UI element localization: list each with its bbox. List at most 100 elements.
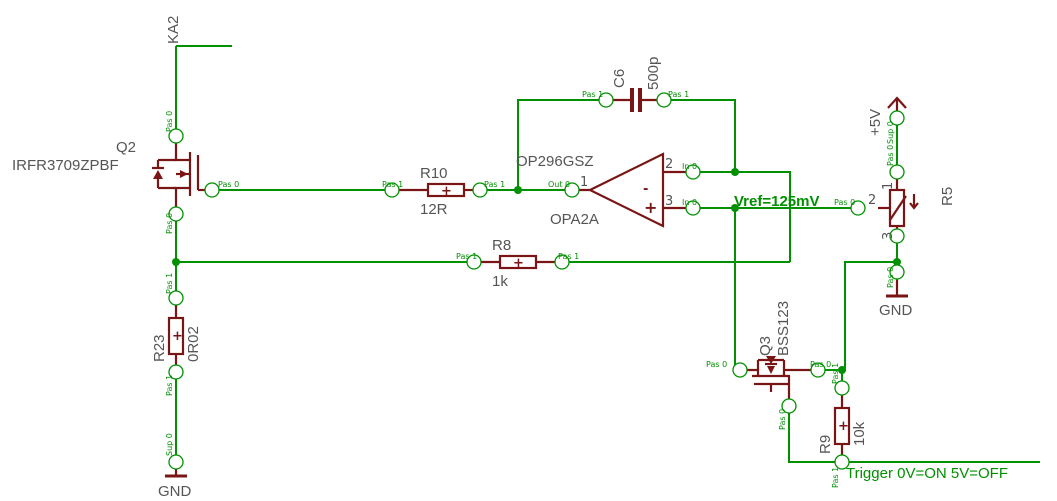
- opamp-minus-sign: -: [643, 182, 648, 197]
- wire-fb-right: [664, 99, 736, 172]
- pin-label: Sup 0: [886, 121, 895, 144]
- junction-dot: [731, 204, 739, 212]
- r10-name: R10: [420, 165, 448, 182]
- r9-name: R9: [817, 435, 834, 454]
- wire-ka2: [175, 45, 232, 136]
- pin-number: 2: [665, 157, 673, 172]
- pin-label: Pas 0: [165, 213, 174, 234]
- pin: [168, 290, 184, 306]
- capacitor-c6: [606, 88, 664, 112]
- r23-plus: +: [172, 329, 183, 344]
- gnd-right-label: GND: [879, 302, 913, 319]
- mosfet-q2: [152, 136, 212, 214]
- pin-label: Pas 1: [382, 180, 403, 189]
- pin: [889, 164, 905, 180]
- pin-numbers: 1 2 3 1 2 3: [580, 157, 896, 240]
- pin-number: 3: [881, 232, 896, 240]
- r9-value: 10k: [851, 421, 868, 446]
- q2-arrow: [180, 170, 188, 178]
- pin: [685, 164, 701, 180]
- pin-label: Pas 1: [831, 467, 840, 488]
- q2-value: IRFR3709ZPBF: [12, 157, 119, 174]
- r10-value: 12R: [420, 201, 448, 218]
- pin: [472, 182, 488, 198]
- opamp-name: OP296GSZ: [516, 153, 594, 170]
- potentiometer-r5: [878, 172, 919, 236]
- wire-r5wiper-q3: [818, 261, 897, 371]
- pin-label: Pas 0: [834, 198, 855, 207]
- pin-label: Pas 0: [886, 267, 895, 288]
- pin-label: Pas 0: [165, 111, 174, 132]
- junction-dot: [172, 258, 180, 266]
- pin-number: 2: [868, 193, 876, 208]
- pin: [204, 182, 220, 198]
- r9-plus: +: [838, 419, 849, 434]
- r8-value: 1k: [492, 273, 508, 290]
- pin-label: Pas 0: [218, 180, 239, 189]
- q2-name: Q2: [116, 139, 136, 156]
- pin-label: Pas 0: [810, 360, 831, 369]
- pin-label: Pas 1: [165, 273, 174, 294]
- pin: [889, 110, 905, 126]
- pin-number: 1: [580, 175, 588, 190]
- wire-inv-input: [693, 171, 791, 262]
- pin: [656, 92, 672, 108]
- pin-label: Pas 1: [668, 90, 689, 99]
- r5-wiper-arrow: [889, 195, 907, 221]
- wire-q3-trigger: [788, 406, 1040, 463]
- pin-label: Pas 0: [706, 360, 727, 369]
- r8-plus: +: [513, 256, 524, 271]
- wire-fb-left: [517, 99, 606, 190]
- pin-label: In 0: [682, 162, 697, 171]
- mosfet-q3: [740, 356, 818, 406]
- pin: [889, 264, 905, 280]
- net-ka2-label: KA2: [165, 16, 182, 44]
- r10-plus: +: [441, 184, 452, 199]
- c6-value: 500p: [645, 57, 662, 90]
- pin-label: Pas 1: [558, 252, 579, 261]
- r23-value: 0R02: [185, 326, 202, 362]
- pin-label: Sup 0: [165, 433, 174, 456]
- trigger-net-label: Trigger 0V=ON 5V=OFF: [846, 465, 1008, 482]
- pin: [168, 364, 184, 380]
- r23-name: R23: [151, 334, 168, 362]
- junction-dot: [893, 258, 901, 266]
- pin-label: Pas 1: [484, 180, 505, 189]
- opamp-triangle: [587, 152, 665, 228]
- pin: [384, 182, 400, 198]
- q2-diode-triangle: [153, 170, 163, 179]
- pin-label: In 0: [682, 198, 697, 207]
- pin-number: 3: [665, 194, 673, 209]
- pins: [168, 92, 905, 470]
- c6-name: C6: [611, 69, 628, 88]
- pin-label: Pas 0: [886, 145, 895, 166]
- pin: [781, 398, 797, 414]
- pin: [889, 228, 905, 244]
- wires: [175, 45, 1040, 463]
- q3-diode-leads: [756, 358, 786, 370]
- pin-number: 1: [881, 182, 896, 190]
- resistor-r10: +: [392, 182, 480, 199]
- opamp-plus-sign: +: [644, 198, 657, 217]
- pin: [810, 362, 826, 378]
- resistor-r23: +: [167, 298, 185, 372]
- resistor-r8: +: [474, 254, 562, 271]
- pin-labels: Pas 0 Pas 0 Pas 0 Pas 1 Pas 1 Pas 1 Pas …: [165, 90, 895, 488]
- vref-label: Vref=125mV: [734, 193, 819, 210]
- junction-dot: [838, 366, 846, 374]
- pin: [732, 362, 748, 378]
- part-labels: KA2 Q2 IRFR3709ZPBF R10 12R OP296GSZ OPA…: [12, 16, 1008, 500]
- opamp-value: OPA2A: [550, 211, 599, 228]
- supply-5v-label: +5V: [867, 109, 884, 136]
- pin: [466, 254, 482, 270]
- ground-symbols: [165, 280, 908, 478]
- pin: [554, 254, 570, 270]
- gnd-left-label: GND: [158, 483, 192, 500]
- r5-name: R5: [939, 187, 956, 206]
- pin: [168, 128, 184, 144]
- r8-name: R8: [492, 237, 511, 254]
- pin-label: Pas 1: [582, 90, 603, 99]
- q3-name: Q3: [757, 336, 774, 356]
- junction-dot: [514, 186, 522, 194]
